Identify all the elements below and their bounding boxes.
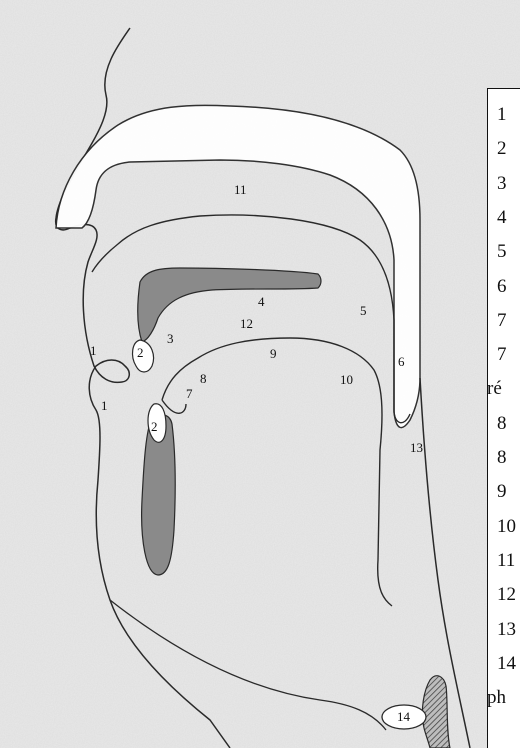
- label-hard-palate: 4: [258, 294, 265, 309]
- label-uvula: 6: [398, 354, 405, 369]
- legend-line: 8: [497, 413, 507, 435]
- legend-line: 2: [497, 138, 507, 160]
- legend-line: 7: [497, 344, 507, 366]
- legend-line: 1: [497, 104, 507, 126]
- label-velum: 5: [360, 303, 367, 318]
- epiglottis: [422, 676, 450, 748]
- legend-line: 12: [497, 584, 516, 606]
- legend-line: 13: [497, 619, 516, 641]
- label-tongue-root: 10: [340, 372, 353, 387]
- legend-line: 6: [497, 276, 507, 298]
- legend-line: 7: [497, 310, 507, 332]
- legend-line: ph: [487, 687, 506, 709]
- label-tongue-blade: 8: [200, 371, 207, 386]
- legend-line: 4: [497, 207, 507, 229]
- legend-line: 10: [497, 516, 516, 538]
- label-tongue-tip: 7: [186, 386, 193, 401]
- label-upper-lip: 1: [90, 343, 97, 358]
- legend-line: 3: [497, 173, 507, 195]
- label-alveolar-ridge: 3: [167, 331, 174, 346]
- label-nasal-cavity: 11: [234, 182, 247, 197]
- label-tongue-dorsum: 9: [270, 346, 277, 361]
- legend-line: 11: [497, 550, 515, 572]
- label-lower-lip: 1: [101, 398, 108, 413]
- label-upper-teeth: 2: [137, 345, 144, 360]
- legend-line: 14: [497, 653, 516, 675]
- label-lower-teeth: 2: [151, 419, 158, 434]
- legend-line: 8: [497, 447, 507, 469]
- legend-line: 9: [497, 481, 507, 503]
- legend-line: 5: [497, 241, 507, 263]
- legend-line: ré: [487, 378, 502, 400]
- label-oral-cavity: 12: [240, 316, 253, 331]
- label-pharynx: 13: [410, 440, 423, 455]
- label-larynx: 14: [397, 709, 411, 724]
